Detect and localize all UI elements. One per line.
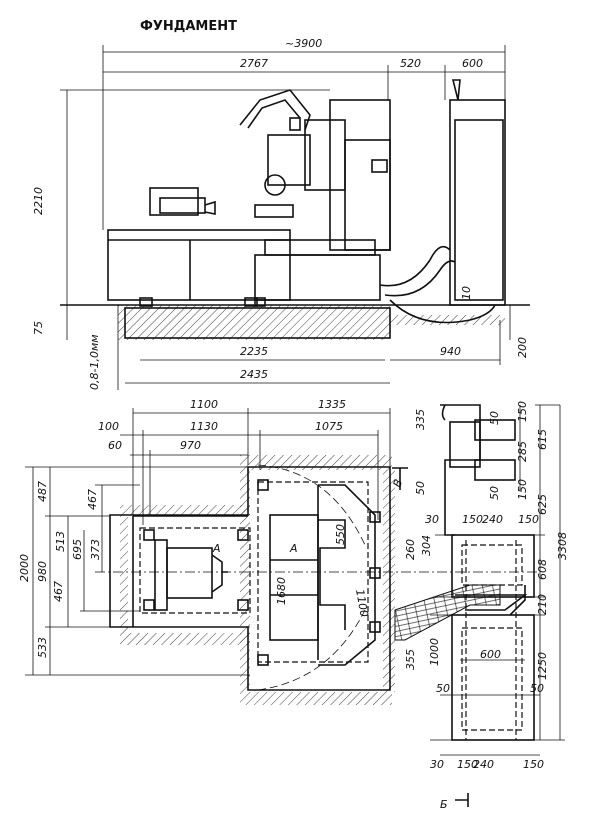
dim-1075: 1075 bbox=[315, 420, 343, 433]
dim-240-bottom: 240 bbox=[473, 758, 494, 771]
dim-3308: 3308 bbox=[556, 532, 569, 560]
dim-285: 285 bbox=[516, 441, 529, 462]
dim-50-top: 50 bbox=[488, 411, 501, 425]
dim-940: 940 bbox=[440, 345, 461, 358]
dim-304: 304 bbox=[420, 535, 433, 556]
dim-1130: 1130 bbox=[190, 420, 218, 433]
dim-75: 75 bbox=[32, 321, 45, 335]
dim-50-left-bottom: 50 bbox=[436, 682, 450, 695]
dim-overall: ~3900 bbox=[285, 37, 322, 50]
dim-550: 550 bbox=[334, 524, 347, 545]
dim-clearance: 0,8-1,0мм bbox=[88, 334, 101, 390]
dim-10: 10 bbox=[460, 286, 473, 300]
section-a-label: А bbox=[212, 542, 221, 555]
dim-150-row1: 150 bbox=[462, 513, 483, 526]
section-a-label-2: А bbox=[289, 542, 298, 555]
machine-elevation bbox=[60, 79, 530, 340]
dim-2210: 2210 bbox=[32, 187, 45, 215]
dim-970: 970 bbox=[180, 439, 201, 452]
dim-2000: 2000 bbox=[18, 554, 31, 582]
dim-30-top: 30 bbox=[425, 513, 439, 526]
dim-50-right-bottom: 50 bbox=[530, 682, 544, 695]
dim-2235: 2235 bbox=[240, 345, 268, 358]
dim-30-bottom: 30 bbox=[430, 758, 444, 771]
dim-50-mid: 50 bbox=[488, 486, 501, 500]
dim-467-top: 467 bbox=[86, 489, 99, 510]
dim-1680: 1680 bbox=[275, 577, 288, 605]
dim-980: 980 bbox=[36, 561, 49, 582]
dim-210: 210 bbox=[536, 594, 549, 615]
dim-625: 625 bbox=[536, 494, 549, 515]
elevation-dimensions: ~3900 2767 520 600 2210 75 0,8-1,0мм 223… bbox=[32, 37, 529, 390]
dim-100: 100 bbox=[98, 420, 119, 433]
dim-260: 260 bbox=[404, 539, 417, 560]
dim-1100-vertical: 1100 bbox=[353, 588, 371, 618]
dim-150-mid: 150 bbox=[516, 479, 529, 500]
dim-615: 615 bbox=[536, 429, 549, 450]
dim-487: 487 bbox=[36, 481, 49, 502]
dim-2767: 2767 bbox=[240, 57, 268, 70]
plan-dimensions: 1100 1335 100 1130 1075 60 970 2000 487 … bbox=[18, 398, 540, 811]
dim-467-bottom: 467 bbox=[52, 581, 65, 602]
cabinet-dimensions: 335 50 150 285 615 50 150 625 3308 50 30… bbox=[414, 401, 569, 771]
drawing-title: ФУНДАМЕНТ bbox=[140, 19, 237, 34]
dim-1250: 1250 bbox=[536, 652, 549, 680]
dim-513: 513 bbox=[54, 531, 67, 552]
foundation-plan bbox=[109, 455, 501, 705]
dim-150-row1-right: 150 bbox=[518, 513, 539, 526]
dim-60: 60 bbox=[108, 439, 122, 452]
section-v-label: В bbox=[391, 477, 406, 489]
dim-1100: 1100 bbox=[190, 398, 218, 411]
dim-150-top: 150 bbox=[516, 401, 529, 422]
dim-50-left: 50 bbox=[414, 481, 427, 495]
dim-355: 355 bbox=[404, 649, 417, 670]
dim-600: 600 bbox=[462, 57, 483, 70]
anchor-bolts bbox=[143, 479, 381, 666]
dim-150-bottom: 150 bbox=[457, 758, 478, 771]
dim-200: 200 bbox=[516, 337, 529, 358]
section-b-label-bottom: Б bbox=[440, 798, 448, 811]
dim-2435: 2435 bbox=[240, 368, 268, 381]
dim-240-row1: 240 bbox=[482, 513, 503, 526]
dim-533: 533 bbox=[36, 637, 49, 658]
dim-150-bottom-right: 150 bbox=[523, 758, 544, 771]
dim-520: 520 bbox=[400, 57, 421, 70]
cabinet-plan bbox=[430, 404, 565, 756]
dim-373: 373 bbox=[89, 539, 102, 560]
dim-1000: 1000 bbox=[428, 638, 441, 666]
dim-600-cabinet: 600 bbox=[480, 648, 501, 661]
dim-1335: 1335 bbox=[318, 398, 346, 411]
dim-608: 608 bbox=[536, 559, 549, 580]
dim-335: 335 bbox=[414, 409, 427, 430]
dim-695: 695 bbox=[71, 539, 84, 560]
